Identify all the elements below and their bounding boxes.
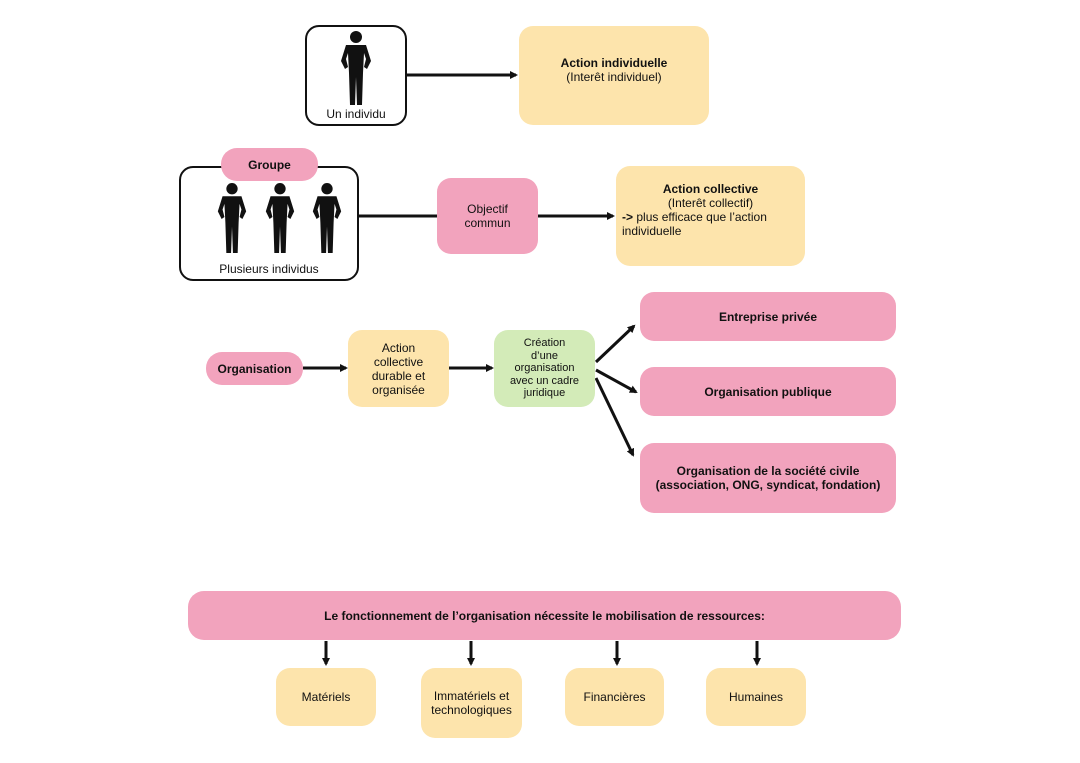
type-organisation-publique: Organisation publique — [640, 367, 896, 416]
resource-label: technologiques — [431, 703, 512, 717]
person-icon — [312, 183, 342, 253]
individual-label: Un individu — [326, 107, 386, 121]
group-badge-label: Groupe — [248, 157, 291, 172]
resource-financieres: Financières — [565, 668, 664, 726]
durable-line: durable et — [371, 368, 426, 383]
organisation-pill: Organisation — [206, 352, 303, 385]
person-icon — [341, 31, 371, 105]
creation-line: avec un cadre — [509, 374, 580, 387]
arrow-creation-to-entreprise — [594, 324, 636, 364]
arrow-creation-to-civile — [594, 377, 635, 457]
individual-action-box: Action individuelle (Interêt individuel) — [519, 26, 709, 125]
individual-frame: Un individu — [305, 25, 407, 126]
resource-label: Immatériels et — [433, 689, 510, 703]
group-badge: Groupe — [221, 148, 318, 181]
individual-action-title: Action individuelle — [560, 56, 668, 70]
group-frame: Plusieurs individus — [179, 166, 359, 281]
collective-action-note: -> plus efficace que l’action individuel… — [616, 210, 805, 238]
arrow-creation-to-publique — [595, 368, 638, 394]
creation-line: juridique — [523, 387, 566, 400]
organisation-label: Organisation — [217, 361, 292, 376]
type-entreprise-privee: Entreprise privée — [640, 292, 896, 341]
collective-action-box: Action collective (Interêt collectif) ->… — [616, 166, 805, 266]
collective-action-subtitle: (Interêt collectif) — [667, 196, 754, 210]
type-sublabel: (association, ONG, syndicat, fondation) — [655, 478, 881, 492]
durable-line: Action — [381, 340, 416, 355]
collective-action-title: Action collective — [662, 182, 759, 196]
durable-action-box: Action collective durable et organisée — [348, 330, 449, 407]
note-arrow: -> — [622, 210, 634, 224]
resources-banner: Le fonctionnement de l’organisation néce… — [188, 591, 901, 640]
resource-label: Humaines — [728, 690, 784, 704]
creation-box: Création d’une organisation avec un cadr… — [494, 330, 595, 407]
durable-line: collective — [373, 354, 424, 369]
banner-text: Le fonctionnement de l’organisation néce… — [324, 608, 765, 623]
note-text: plus efficace que l’action individuelle — [622, 210, 767, 238]
person-icon — [217, 183, 247, 253]
creation-line: organisation — [514, 362, 575, 375]
resource-humaines: Humaines — [706, 668, 806, 726]
objective-line1: Objectif — [467, 202, 508, 216]
group-label: Plusieurs individus — [219, 262, 319, 276]
type-label: Organisation de la société civile — [676, 464, 860, 478]
resource-materiels: Matériels — [276, 668, 376, 726]
creation-line: Création — [523, 337, 566, 350]
type-label: Entreprise privée — [718, 309, 818, 324]
resource-label: Matériels — [301, 690, 351, 704]
individual-action-subtitle: (Interêt individuel) — [566, 70, 662, 84]
objective-line2: commun — [464, 216, 511, 230]
creation-line: d’une — [531, 349, 558, 362]
person-icon — [265, 183, 295, 253]
type-societe-civile: Organisation de la société civile (assoc… — [640, 443, 896, 513]
type-label: Organisation publique — [704, 384, 832, 399]
resource-immateriels: Immatériels et technologiques — [421, 668, 522, 738]
resource-label: Financières — [583, 690, 646, 704]
objective-box: Objectif commun — [437, 178, 538, 254]
durable-line: organisée — [372, 382, 425, 397]
